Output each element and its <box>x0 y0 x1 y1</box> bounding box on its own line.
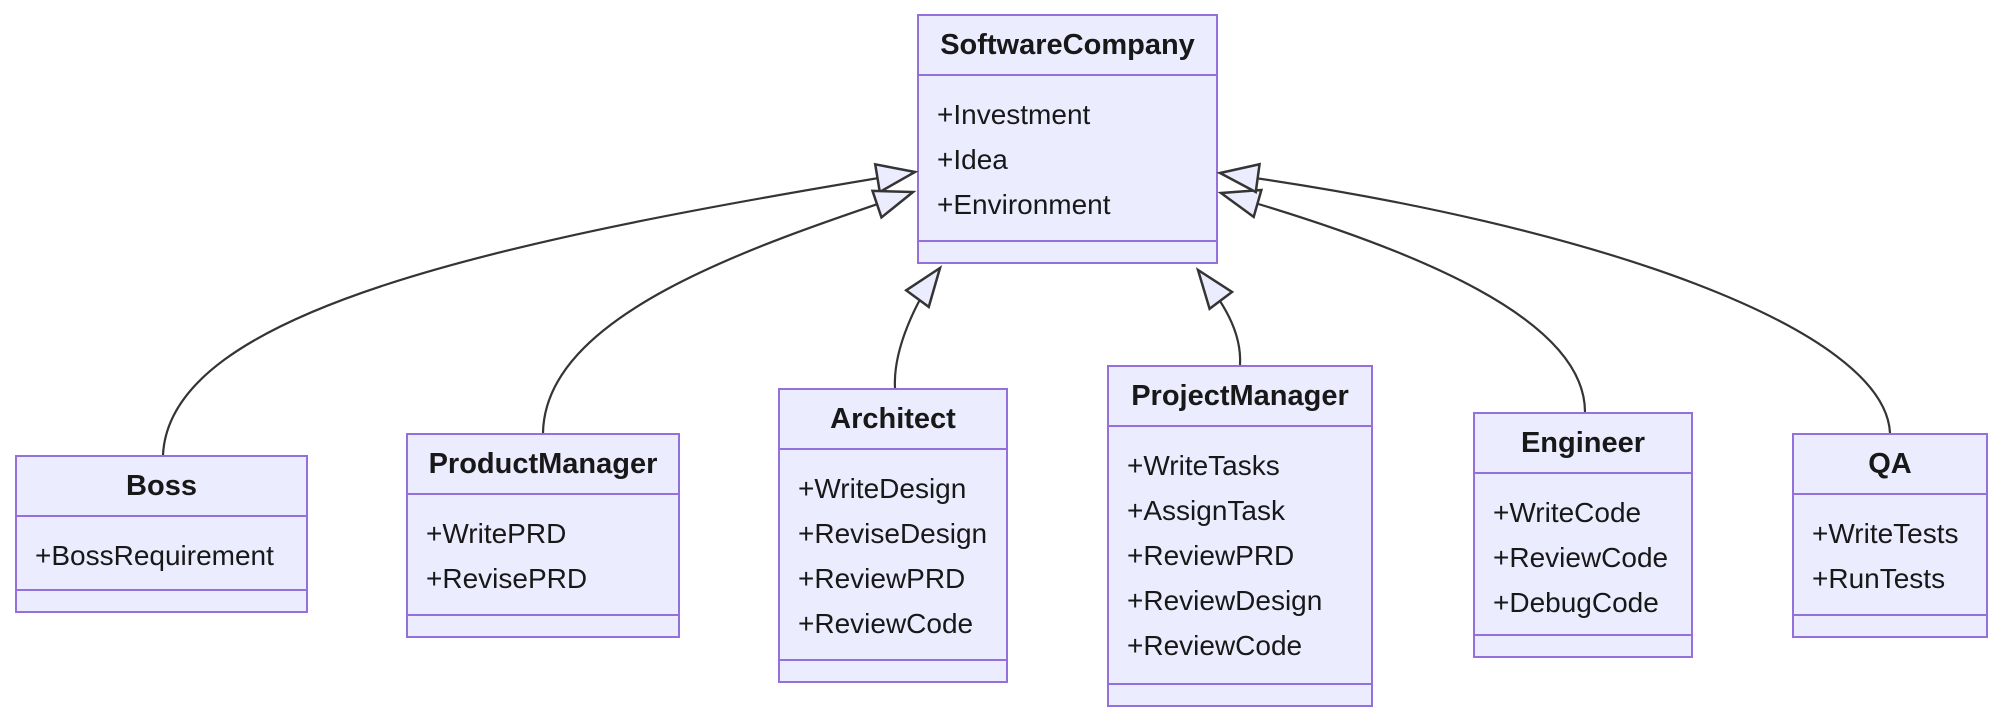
class-attribute: +RunTests <box>1812 563 1946 594</box>
class-title: ProjectManager <box>1109 367 1371 427</box>
class-title: SoftwareCompany <box>919 16 1216 76</box>
class-attribute: +ReviewCode <box>1127 630 1303 661</box>
class-attribute: +BossRequirement <box>35 540 274 571</box>
class-methods-empty <box>1109 683 1371 705</box>
class-attribute: +WritePRD <box>426 518 567 549</box>
class-attribute: +DebugCode <box>1493 587 1659 618</box>
class-attribute: +Idea <box>937 144 1008 175</box>
class-attributes: +WritePRD +RevisePRD <box>408 495 678 614</box>
class-node-boss: Boss +BossRequirement <box>15 455 308 613</box>
class-attributes: +WriteCode +ReviewCode +DebugCode <box>1475 474 1691 634</box>
class-attribute: +ReviewCode <box>798 608 974 639</box>
class-attribute: +Environment <box>937 189 1111 220</box>
class-attribute: +WriteCode <box>1493 497 1642 528</box>
class-attribute: +AssignTask <box>1127 495 1285 526</box>
class-title: Architect <box>780 390 1006 450</box>
class-methods-empty <box>1475 634 1691 656</box>
class-attribute: +RevisePRD <box>426 563 588 594</box>
class-node-projectmanager: ProjectManager +WriteTasks +AssignTask +Re… <box>1107 365 1373 707</box>
edge-architect-to-softwarecompany <box>893 265 943 389</box>
class-node-architect: Architect +WriteDesign +ReviseDesign +Revi… <box>778 388 1008 683</box>
class-attributes: +BossRequirement <box>17 517 306 589</box>
class-methods-empty <box>408 614 678 636</box>
class-attributes: +WriteTests +RunTests <box>1794 495 1986 614</box>
class-methods-empty <box>17 589 306 611</box>
class-title: Engineer <box>1475 414 1691 474</box>
class-attribute: +WriteTasks <box>1127 450 1280 481</box>
class-attributes: +WriteDesign +ReviseDesign +ReviewPRD +Revi… <box>780 450 1006 659</box>
class-title: QA <box>1794 435 1986 495</box>
class-attributes: +WriteTasks +AssignTask +ReviewPRD +ReviewD… <box>1109 427 1371 683</box>
class-attribute: +ReviewCode <box>1493 542 1669 573</box>
class-methods-empty <box>919 240 1216 262</box>
class-attribute: +ReviseDesign <box>798 518 988 549</box>
edge-projectmanager-to-softwarecompany <box>1195 267 1242 366</box>
class-title: Boss <box>17 457 306 517</box>
class-node-qa: QA +WriteTests +RunTests <box>1792 433 1988 638</box>
class-node-productmanager: ProductManager +WritePRD +RevisePRD <box>406 433 680 638</box>
class-attribute: +ReviewPRD <box>1127 540 1295 571</box>
class-methods-empty <box>780 659 1006 681</box>
class-attribute: +Investment <box>937 99 1091 130</box>
class-attribute: +WriteDesign <box>798 473 967 504</box>
class-title: ProductManager <box>408 435 678 495</box>
class-attribute: +WriteTests <box>1812 518 1959 549</box>
class-attribute: +ReviewDesign <box>1127 585 1323 616</box>
class-methods-empty <box>1794 614 1986 636</box>
class-attribute: +ReviewPRD <box>798 563 966 594</box>
class-node-engineer: Engineer +WriteCode +ReviewCode +DebugCode <box>1473 412 1693 658</box>
class-node-softwarecompany: SoftwareCompany +Investment +Idea +Environ… <box>917 14 1218 264</box>
class-attributes: +Investment +Idea +Environment <box>919 76 1216 240</box>
